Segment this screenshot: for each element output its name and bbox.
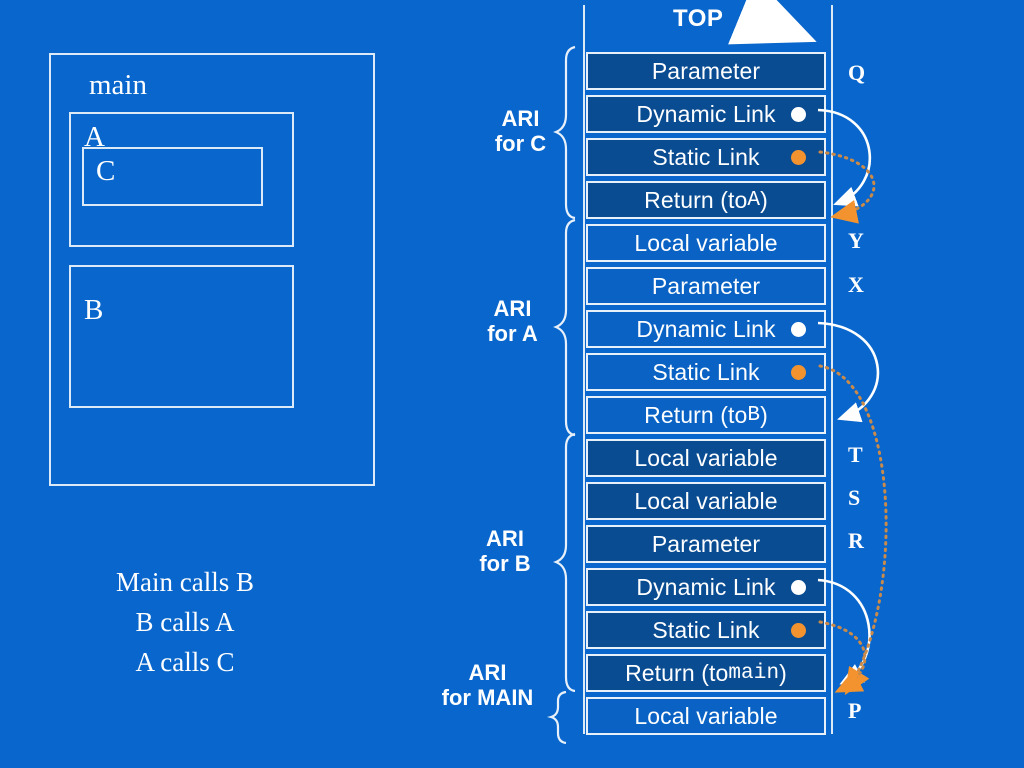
stack-cell-suffix: ): [779, 659, 787, 686]
stack-cell: Local variable: [586, 482, 826, 520]
stack-right-rail: [831, 5, 833, 734]
ari-label-b: ARI for B: [455, 526, 555, 577]
stack-left-rail: [583, 5, 585, 734]
stack-cell-suffix: ): [760, 401, 768, 428]
variable-tag-Q: Q: [848, 60, 866, 85]
stack-cell-target: A: [747, 188, 761, 212]
stack-cell: Return (to main): [586, 654, 826, 692]
scope-label-b: B: [84, 294, 104, 326]
variable-tag-Y: Y: [848, 228, 864, 253]
stack-top-label: TOP: [673, 5, 724, 32]
call-sequence-line-3: A calls C: [135, 646, 235, 677]
ari-label-c-line1: ARI: [501, 106, 540, 131]
ari-label-main-line2: for MAIN: [441, 685, 534, 711]
stack-cell-label: Local variable: [634, 229, 778, 256]
scope-box-a: A C: [69, 112, 294, 247]
stack-cell: Local variable: [586, 224, 826, 262]
stack-cell: Dynamic Link: [586, 310, 826, 348]
static-link-dot-icon: [791, 150, 806, 165]
dynamic-link-dot-icon: [791, 107, 806, 122]
stack-cell: Parameter: [586, 267, 826, 305]
static-link-dot-icon: [791, 623, 806, 638]
stack-cell: Static Link: [586, 611, 826, 649]
stack-cell: Local variable: [586, 439, 826, 477]
ari-label-b-line1: ARI: [486, 526, 524, 551]
variable-tag-S: S: [848, 485, 861, 510]
scope-box-c: C: [82, 147, 263, 206]
stack-cell: Static Link: [586, 353, 826, 391]
stack-cell-label: Dynamic Link: [636, 100, 776, 127]
static-link-dot-icon: [791, 365, 806, 380]
stack-cell-label: Local variable: [634, 487, 778, 514]
variable-tag-R: R: [848, 528, 864, 553]
brace-ari-b: [553, 432, 576, 693]
stack-cell-label: Return (to: [644, 401, 748, 428]
stack-cell: Dynamic Link: [586, 95, 826, 133]
scope-label-a: A: [84, 121, 105, 153]
scope-box-b: B: [69, 265, 294, 408]
stack-cell-label: Static Link: [652, 358, 760, 385]
dynamic-link-dot-icon: [791, 580, 806, 595]
stack-cell: Return (to A): [586, 181, 826, 219]
stack-cell: Parameter: [586, 52, 826, 90]
stack-cell-target: main: [728, 661, 780, 685]
dynamic-link-dot-icon: [791, 322, 806, 337]
stack-cell: Dynamic Link: [586, 568, 826, 606]
stack-cell: Return (to B): [586, 396, 826, 434]
call-sequence-line-1: Main calls B: [116, 567, 254, 597]
ari-label-main: ARI for MAIN: [420, 660, 555, 711]
variable-tag-X: X: [848, 272, 864, 297]
variable-tag-T: T: [848, 442, 863, 467]
stack-cell: Parameter: [586, 525, 826, 563]
stack-cell-label: Parameter: [651, 530, 761, 557]
scope-label-c: C: [96, 155, 116, 187]
stack-cell-label: Static Link: [652, 143, 760, 170]
stack-cell-label: Return (to: [625, 659, 729, 686]
stack-cell-label: Return (to: [644, 186, 748, 213]
stack-cell-label: Parameter: [651, 272, 761, 299]
stack-cell-label: Parameter: [651, 57, 761, 84]
call-sequence-line-2: B calls A: [135, 606, 235, 637]
stack-cell-suffix: ): [760, 186, 768, 213]
call-sequence-caption: Main calls B B calls A A calls C: [60, 563, 310, 683]
ari-label-a-line2: for A: [487, 321, 538, 347]
stack-cell-label: Dynamic Link: [636, 573, 776, 600]
stack-cell-label: Static Link: [652, 616, 760, 643]
scope-nesting-diagram: main A C B: [49, 53, 375, 486]
stack-cell-label: Local variable: [634, 702, 778, 729]
ari-label-main-line1: ARI: [468, 660, 507, 685]
ari-label-c: ARI for C: [473, 106, 568, 157]
variable-tag-P: P: [848, 698, 862, 723]
stack-cell-label: Local variable: [634, 444, 778, 471]
stack-cell-target: B: [747, 403, 761, 427]
ari-label-b-line2: for B: [479, 551, 531, 577]
stack-cell: Local variable: [586, 697, 826, 735]
ari-label-a: ARI for A: [465, 296, 560, 347]
stack-cell-label: Dynamic Link: [636, 315, 776, 342]
scope-label-main: main: [89, 69, 147, 101]
ari-label-c-line2: for C: [494, 131, 547, 157]
ari-label-a-line1: ARI: [493, 296, 532, 321]
stack-cell: Static Link: [586, 138, 826, 176]
